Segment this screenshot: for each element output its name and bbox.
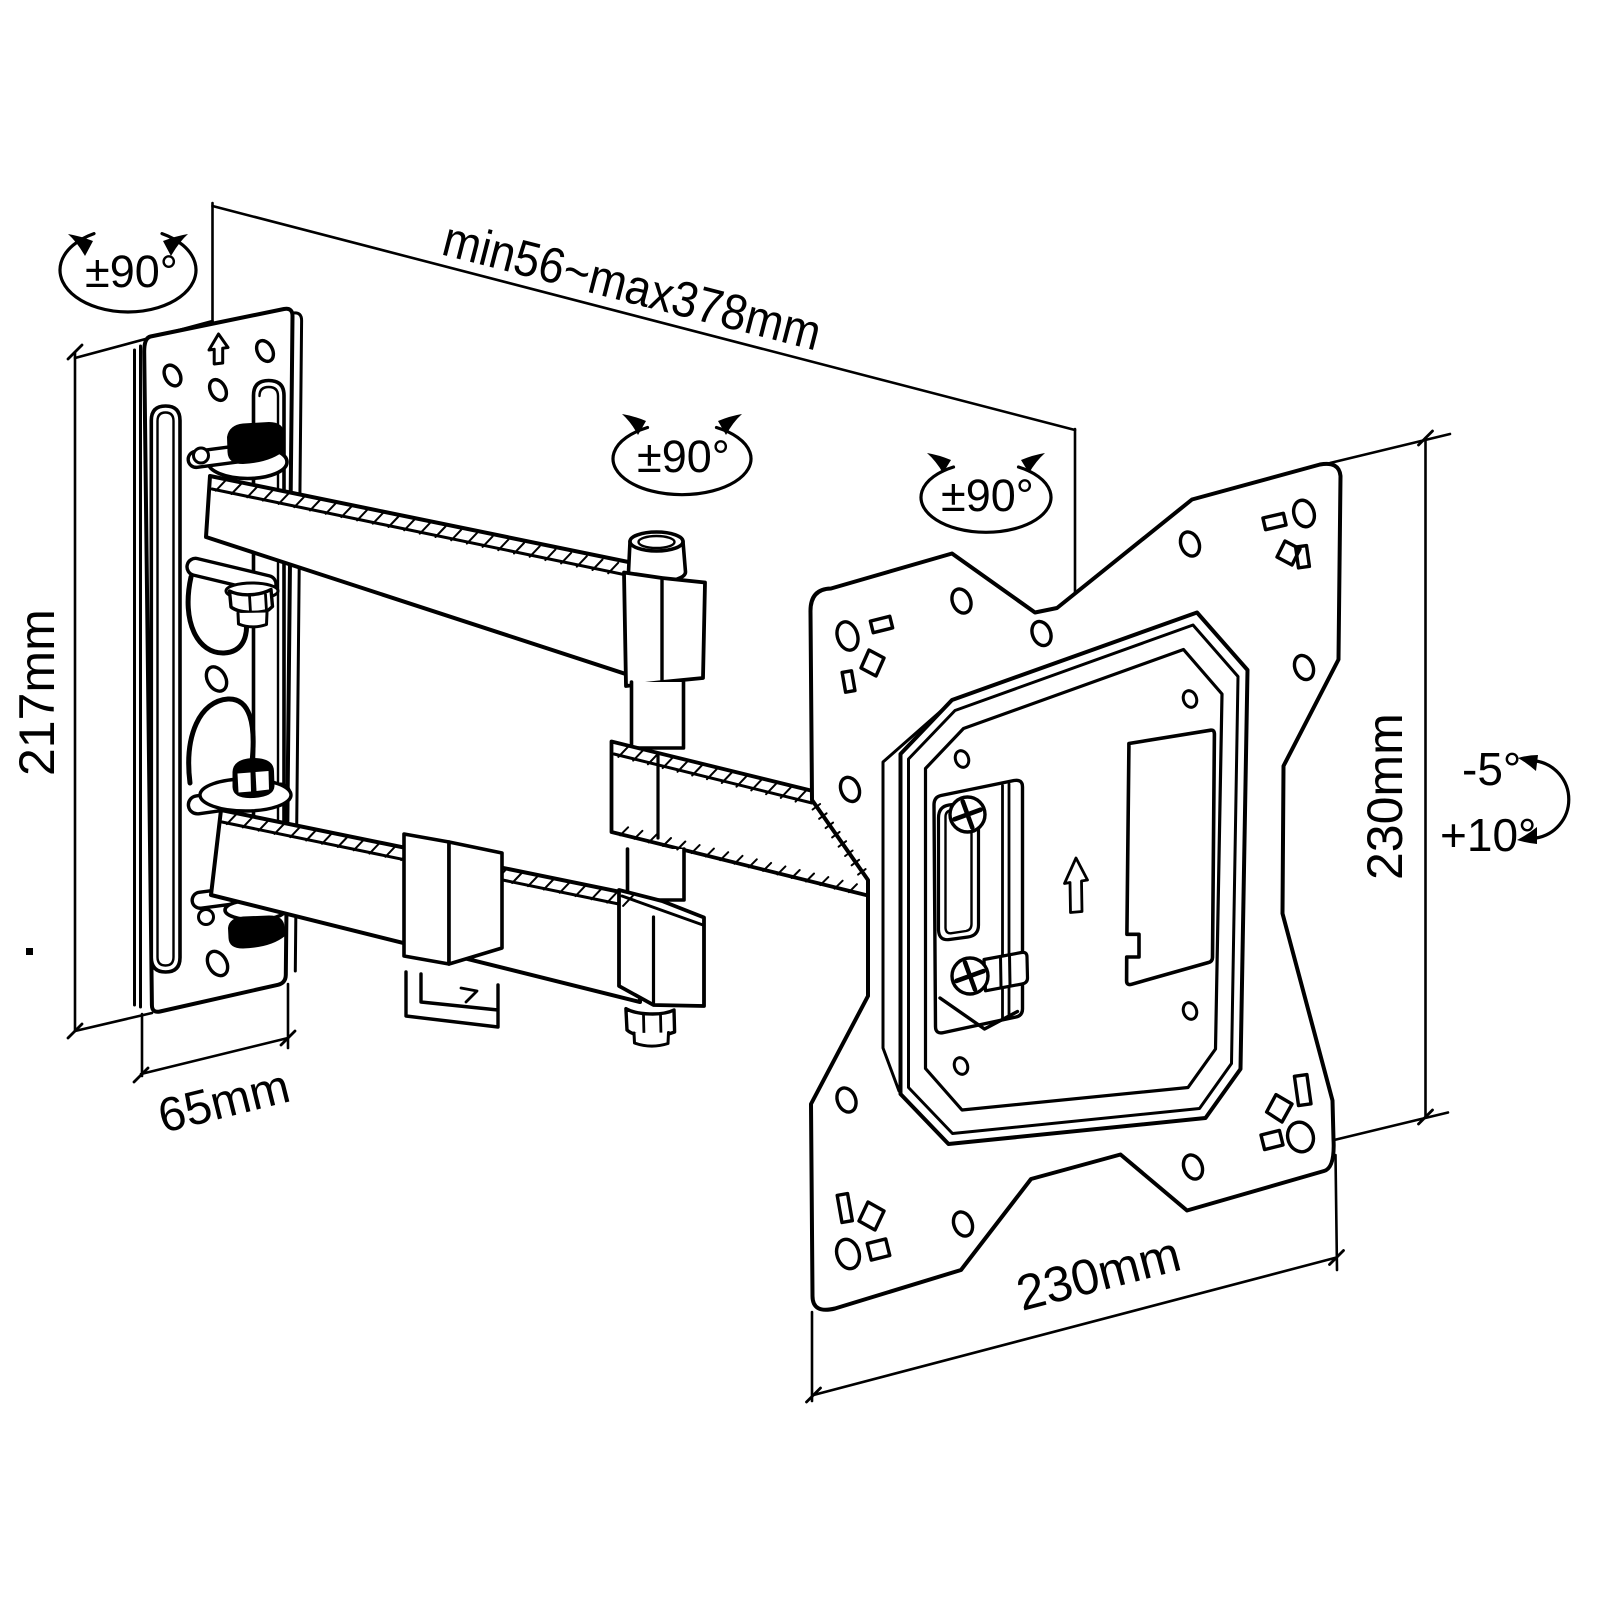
svg-text:±90°: ±90° <box>85 246 178 297</box>
svg-text:±90°: ±90° <box>941 470 1034 521</box>
svg-text:-5°: -5° <box>1462 743 1521 795</box>
svg-text:230mm: 230mm <box>1357 713 1413 880</box>
svg-text:+10°: +10° <box>1440 809 1536 861</box>
svg-text:±90°: ±90° <box>637 431 730 482</box>
svg-text:217mm: 217mm <box>9 609 65 776</box>
